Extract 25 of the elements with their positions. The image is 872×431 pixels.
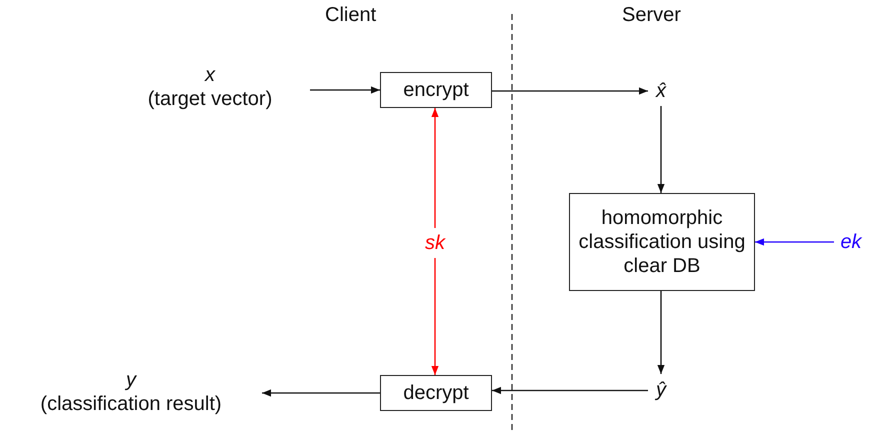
variable-label: ek [840,230,862,254]
variable-label: ŷ [656,378,666,402]
variable-label: y [126,368,136,392]
arrow [262,389,380,397]
variable-label: x [205,63,215,87]
process-box [380,375,492,411]
box-label: homomorphic classification using clear DB [578,206,746,278]
process-box [380,72,492,108]
column-heading: Client [325,4,376,27]
arrow [431,258,439,375]
column-heading: Server [622,4,681,27]
box-label: decrypt [403,381,469,405]
description-label: (target vector) [148,87,272,111]
arrow [657,291,665,374]
arrow [431,108,439,228]
process-box [569,193,755,291]
arrow [657,106,665,193]
arrow [492,386,648,394]
arrow [310,86,380,94]
arrow [755,238,834,246]
description-label: (classification result) [40,392,222,416]
variable-label: x̂ [656,79,666,103]
box-label: encrypt [403,78,469,102]
variable-label: sk [425,231,445,255]
arrow [492,87,648,95]
